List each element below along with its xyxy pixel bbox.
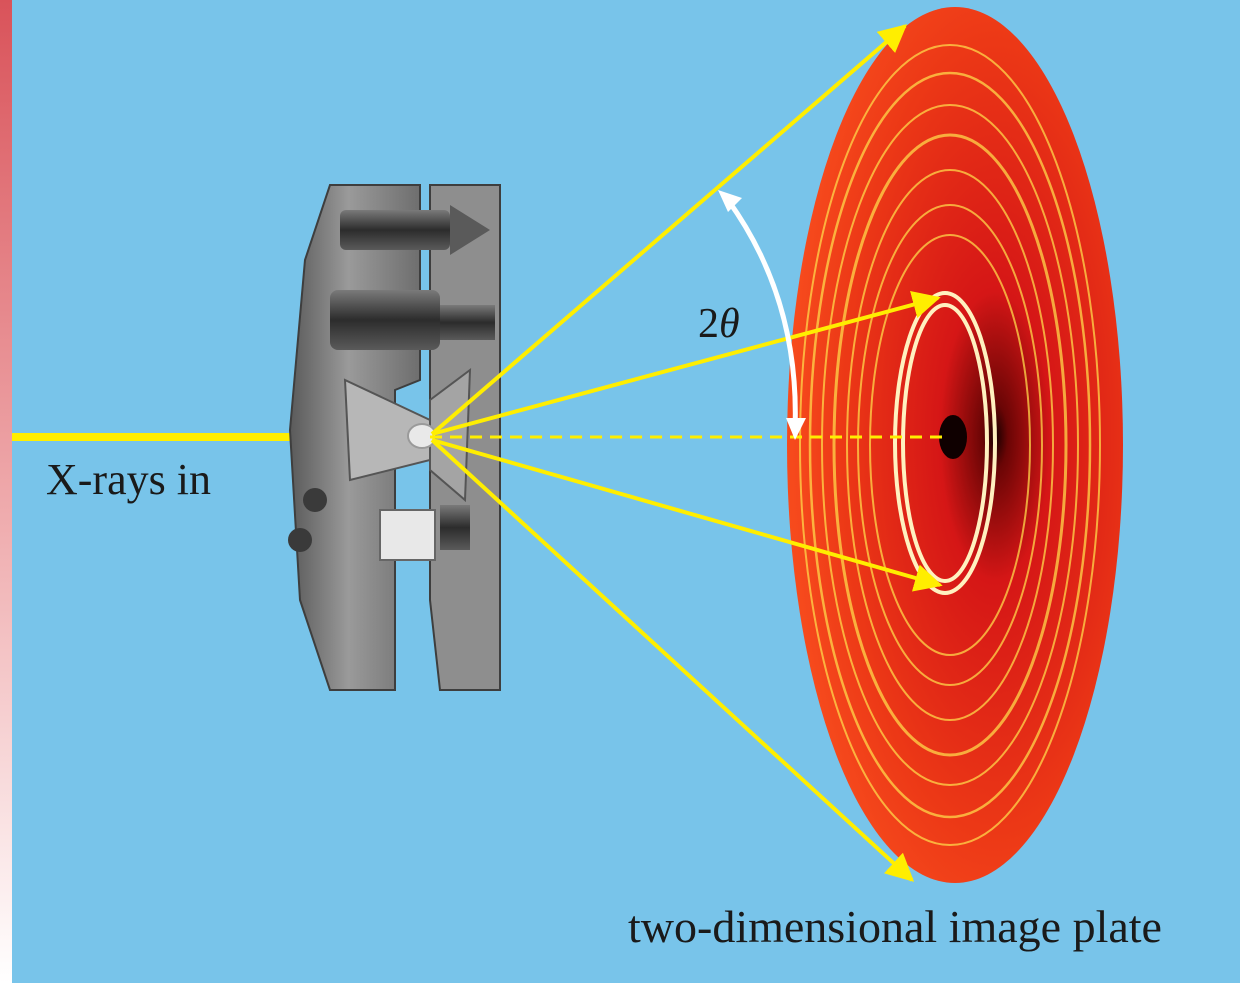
two-theta-arc xyxy=(718,190,806,440)
ray-outer-bottom xyxy=(430,438,915,882)
diffracted-rays xyxy=(430,24,943,882)
incident-beam-label: X-rays in xyxy=(46,455,211,504)
ray-outer-top xyxy=(430,24,908,436)
two-theta-prefix: 2 xyxy=(698,301,719,347)
sample-cell xyxy=(288,184,501,691)
ray-inner-bottom xyxy=(431,438,943,592)
image-plate xyxy=(787,7,1123,883)
image-plate-label: two-dimensional image plate xyxy=(628,901,1162,952)
ray-inner-top xyxy=(431,291,941,436)
theta-symbol: θ xyxy=(719,301,740,347)
two-theta-label: 2θ xyxy=(698,300,740,348)
left-edge-strip xyxy=(0,0,12,983)
